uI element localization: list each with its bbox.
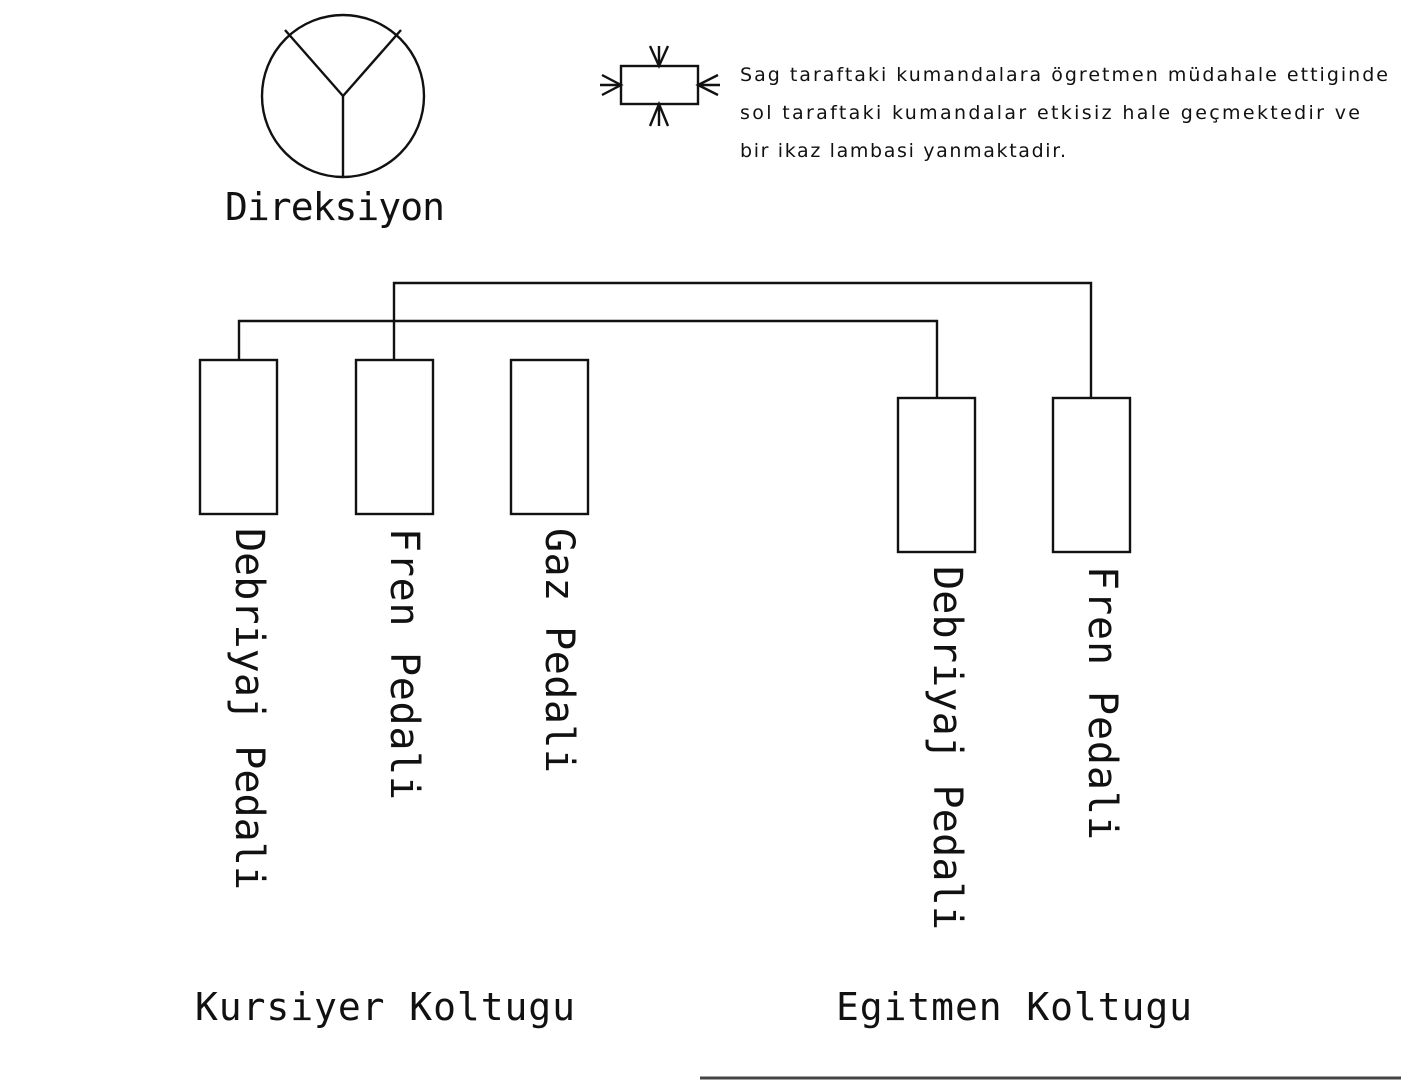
note-line-1: Sag taraftaki kumandalara ögretmen müdah… [740,64,1388,86]
student-seat-label: Kursiyer Koltugu [195,985,575,1029]
instructor-brake-pedal [1051,396,1132,554]
student-clutch-label: Debriyaj Pedali [226,528,272,890]
student-brake-label: Fren Pedali [381,528,427,800]
steering-wheel-icon [260,13,426,179]
student-gas-pedal [509,358,590,516]
instructor-brake-label: Fren Pedali [1079,566,1125,840]
linkage-lines [237,281,1093,398]
box-with-inward-arrows-icon [600,45,720,127]
steering-label: Direksiyon [225,185,445,229]
student-clutch-pedal [198,358,279,516]
student-gas-label: Gaz Pedali [536,528,582,773]
note-line-2: sol taraftaki kumandalar etkisiz hale ge… [740,102,1360,124]
instructor-clutch-pedal [896,396,977,554]
note-line-3: bir ikaz lambasi yanmaktadir. [740,140,1066,162]
student-brake-pedal [354,358,435,516]
instructor-seat-label: Egitmen Koltugu [836,985,1192,1029]
instructor-clutch-label: Debriyaj Pedali [924,566,970,930]
